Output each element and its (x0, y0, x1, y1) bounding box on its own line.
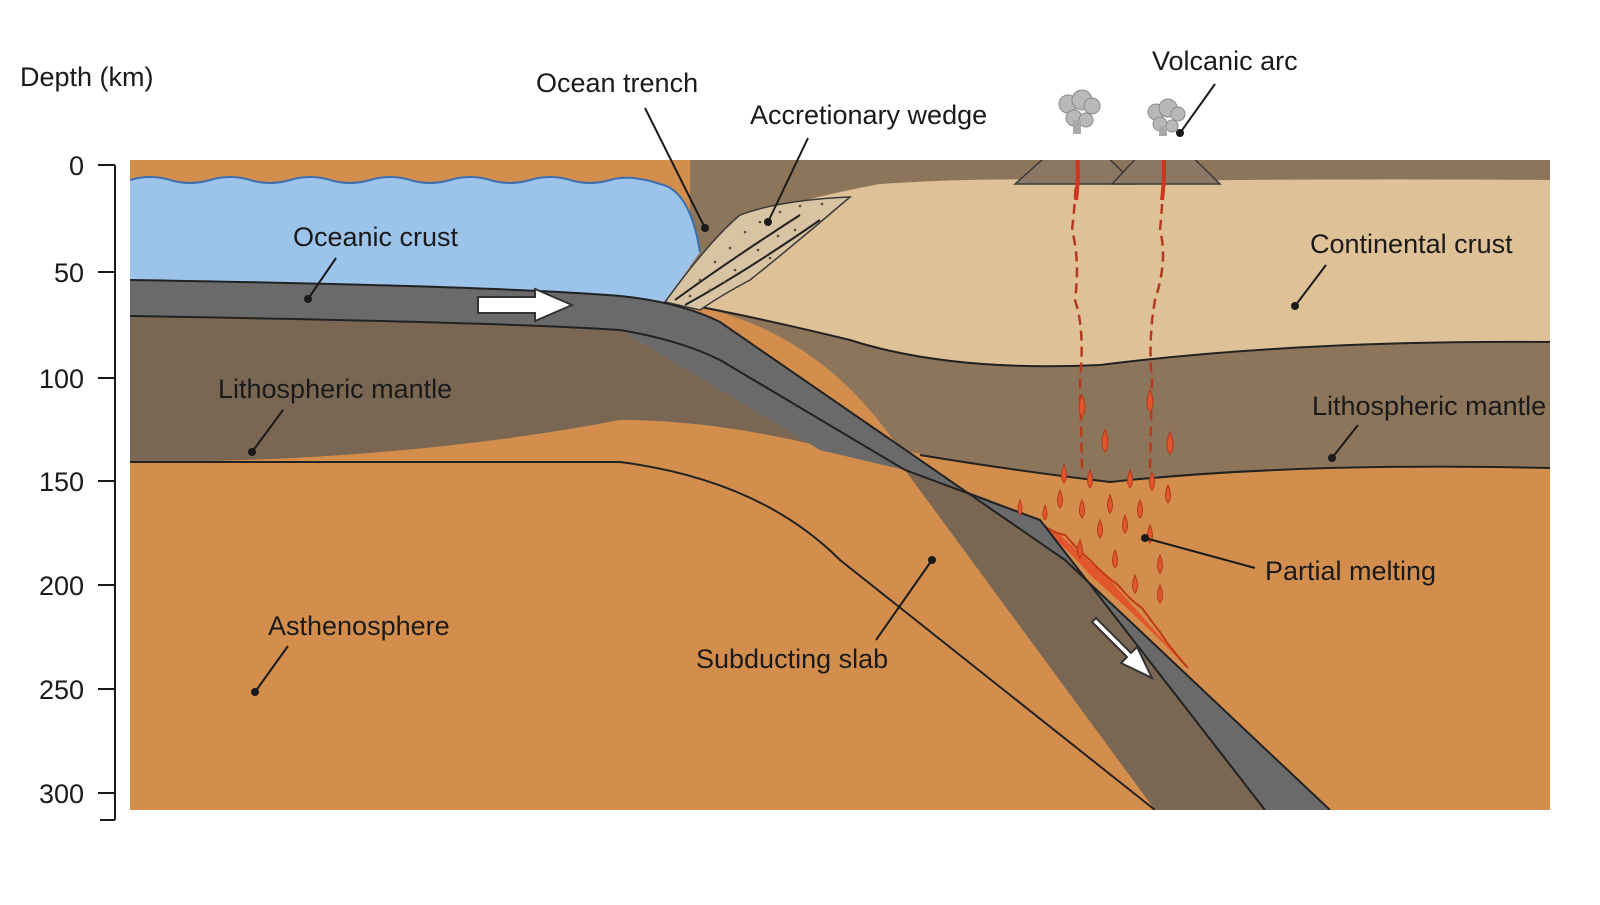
label-asthenosphere: Asthenosphere (268, 611, 450, 641)
ocean-surface-line (130, 176, 701, 253)
melt-droplets (1017, 388, 1174, 604)
cross-section (130, 160, 1550, 810)
subduction-arrow-down-icon (1090, 616, 1155, 681)
volcano-right (1110, 160, 1222, 201)
depth-tick-150: 150 (39, 467, 84, 497)
depth-axis (98, 164, 116, 821)
label-oceanic-crust: Oceanic crust (293, 222, 459, 252)
oceanic-lithospheric-mantle (130, 316, 1265, 810)
label-subducting-slab: Subducting slab (696, 644, 888, 674)
continental-crust-layer (690, 179, 1550, 367)
depth-tick-200: 200 (39, 571, 84, 601)
depth-tick-250: 250 (39, 675, 84, 705)
subducting-slab-layer (130, 280, 1330, 810)
label-lithospheric-mantle-right: Lithospheric mantle (1312, 391, 1546, 421)
depth-tick-0: 0 (69, 151, 84, 181)
depth-tick-50: 50 (54, 258, 84, 288)
label-ocean-trench: Ocean trench (536, 68, 698, 98)
label-accretionary-wedge: Accretionary wedge (750, 100, 987, 130)
plate-motion-arrow-right-icon (477, 287, 575, 323)
label-lithospheric-mantle-left: Lithospheric mantle (218, 374, 452, 404)
smoke-plume-right-icon (1147, 98, 1186, 136)
ocean-water (130, 177, 700, 302)
volcano-left (1013, 160, 1137, 201)
accretionary-wedge-layer (663, 196, 853, 311)
leader-lines (248, 83, 1359, 696)
label-continental-crust: Continental crust (1310, 229, 1513, 259)
wedge-sediment-dots (688, 202, 824, 298)
depth-tick-300: 300 (39, 779, 84, 809)
label-partial-melting: Partial melting (1265, 556, 1436, 586)
label-volcanic-arc: Volcanic arc (1152, 46, 1298, 76)
depth-axis-title: Depth (km) (20, 62, 154, 92)
smoke-plume-left-icon (1058, 89, 1101, 134)
depth-tick-100: 100 (39, 364, 84, 394)
